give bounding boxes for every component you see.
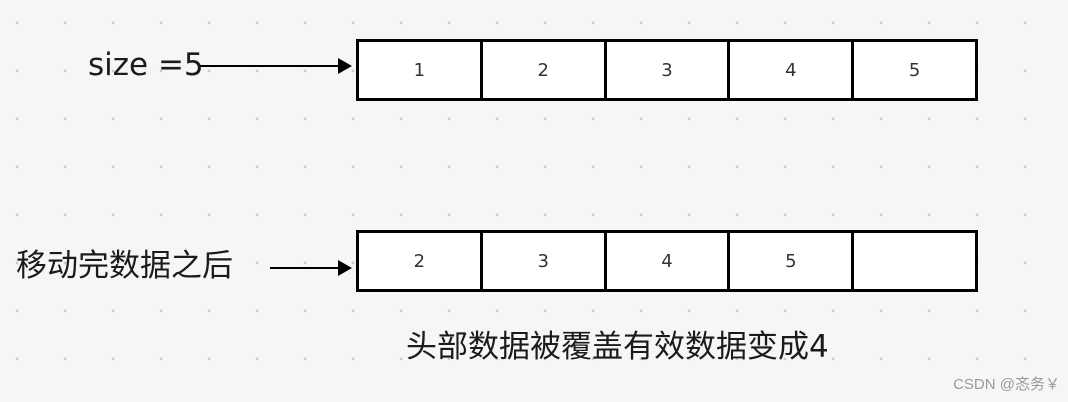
after-move-arrow	[270, 260, 352, 276]
array-cell: 4	[730, 42, 855, 98]
arrow-head-icon	[338, 260, 352, 276]
diagram-caption: 头部数据被覆盖有效数据变成4	[406, 329, 829, 365]
array-cell: 3	[607, 42, 731, 98]
array-after: 2 3 4 5	[356, 230, 978, 292]
size-label: size =5	[88, 47, 204, 83]
array-cell: 3	[483, 233, 607, 289]
after-move-label: 移动完数据之后	[16, 248, 233, 284]
array-before: 1 2 3 4 5	[356, 39, 978, 101]
array-cell: 2	[483, 42, 607, 98]
array-cell: 5	[730, 233, 855, 289]
arrow-head-icon	[338, 58, 352, 74]
array-cell	[854, 233, 975, 289]
array-cell: 4	[607, 233, 731, 289]
array-cell: 5	[908, 59, 921, 81]
array-cell: 2	[359, 233, 483, 289]
size-arrow	[200, 58, 352, 74]
array-cell: 1	[359, 42, 483, 98]
watermark: CSDN @忞务￥	[953, 376, 1060, 393]
